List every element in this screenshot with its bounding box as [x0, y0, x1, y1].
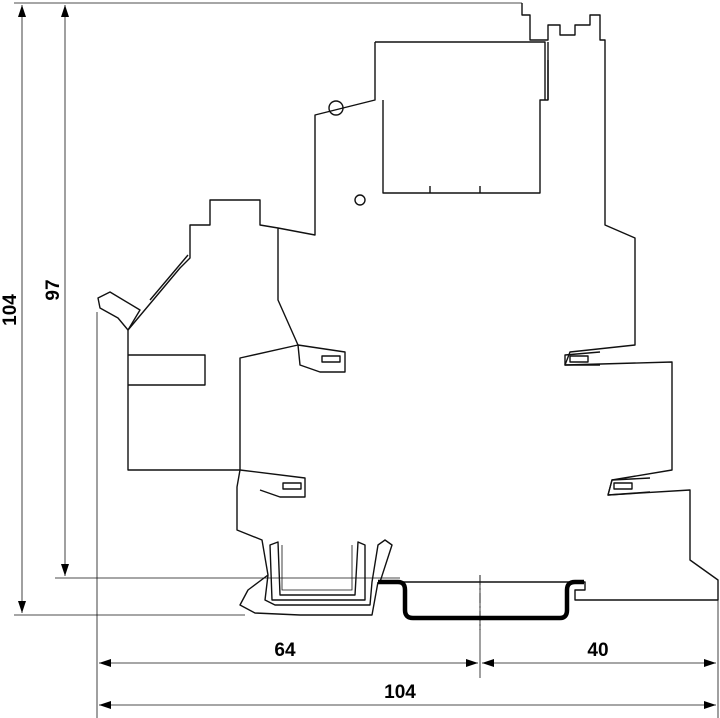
dimension-lines: [18, 5, 716, 709]
din-rail: [378, 579, 584, 621]
dim-label-width-left: 64: [274, 640, 296, 661]
extension-lines: [14, 2, 719, 718]
dim-label-width-right: 40: [587, 640, 608, 661]
relay-outline: [97, 3, 719, 616]
dim-label-height-total: 104: [0, 294, 21, 326]
dim-label-height-rail: 97: [43, 279, 64, 300]
dim-label-width-total: 104: [384, 682, 416, 703]
